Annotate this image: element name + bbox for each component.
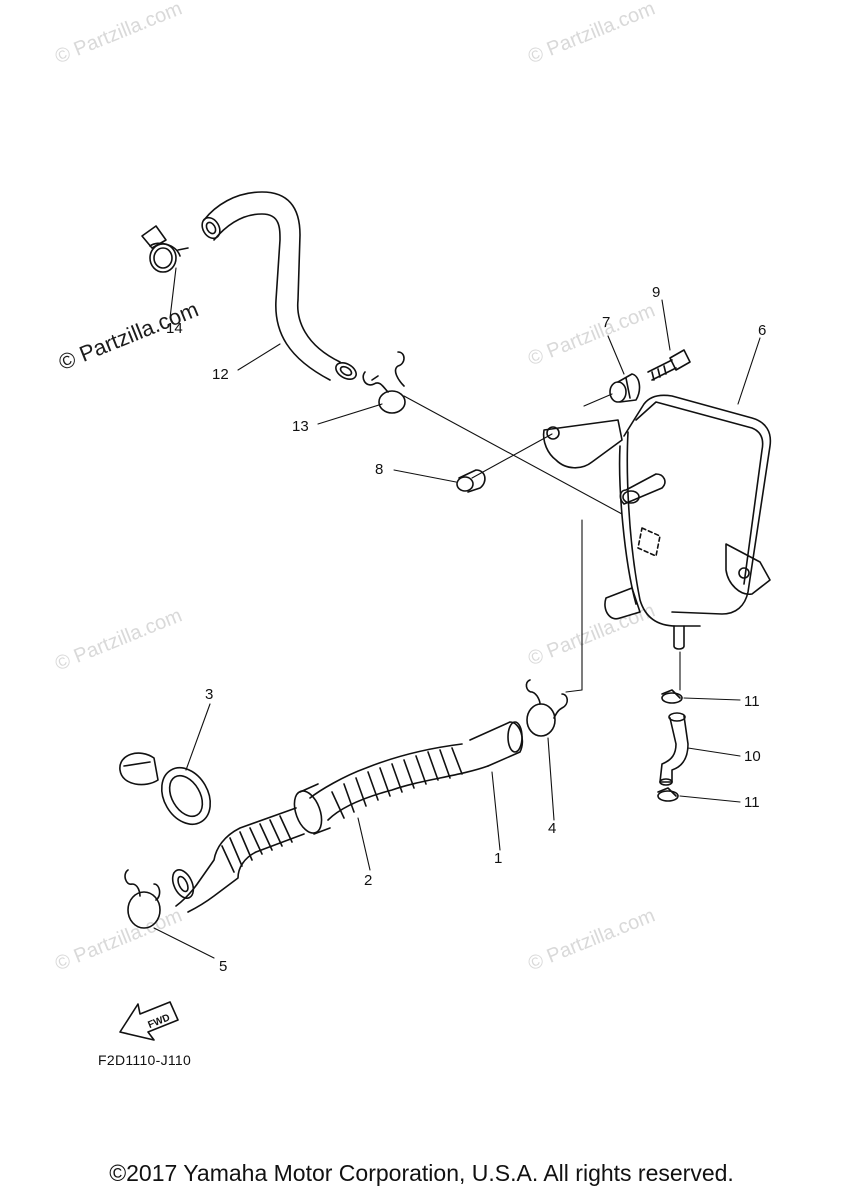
callout-12: 12: [212, 366, 229, 383]
callout-8: 8: [375, 461, 384, 478]
fwd-arrow-icon: FWD: [119, 1001, 179, 1041]
diagram-code: F2D1110-J110: [98, 1052, 192, 1068]
part-7-grommet: [609, 373, 641, 403]
part-2-hose: [171, 783, 331, 913]
callout-11-lower: 11: [744, 794, 760, 811]
part-10-small-hose: [659, 712, 689, 786]
callout-3: 3: [205, 686, 214, 703]
callout-5: 5: [219, 958, 228, 975]
callout-1: 1: [494, 850, 503, 867]
callout-9: 9: [652, 284, 661, 301]
callout-6: 6: [758, 322, 767, 339]
part-9-bolt: [647, 349, 691, 381]
callout-14: 14: [166, 320, 183, 337]
callout-leaders: [153, 267, 761, 959]
assembly-lines: [403, 393, 681, 693]
part-13-clip: [362, 351, 406, 414]
part-4-clip: [525, 679, 569, 737]
callout-2: 2: [364, 872, 373, 889]
callout-7: 7: [602, 314, 611, 331]
part-14-clamp: [141, 225, 189, 273]
callout-13: 13: [292, 418, 309, 435]
part-8-collar: [456, 469, 486, 493]
callout-11-upper: 11: [744, 693, 760, 710]
copyright-notice: ©2017 Yamaha Motor Corporation, U.S.A. A…: [109, 1160, 734, 1186]
part-5-clip: [124, 869, 161, 929]
callout-10: 10: [744, 748, 761, 765]
part-1-hose: [309, 721, 524, 821]
part-3-clamp: [119, 752, 212, 826]
part-6-box: [542, 394, 772, 650]
callout-4: 4: [548, 820, 557, 837]
part-11-clip-lower: [657, 787, 679, 802]
part-11-clip-upper: [661, 689, 683, 704]
part-12-hose: [201, 191, 357, 381]
